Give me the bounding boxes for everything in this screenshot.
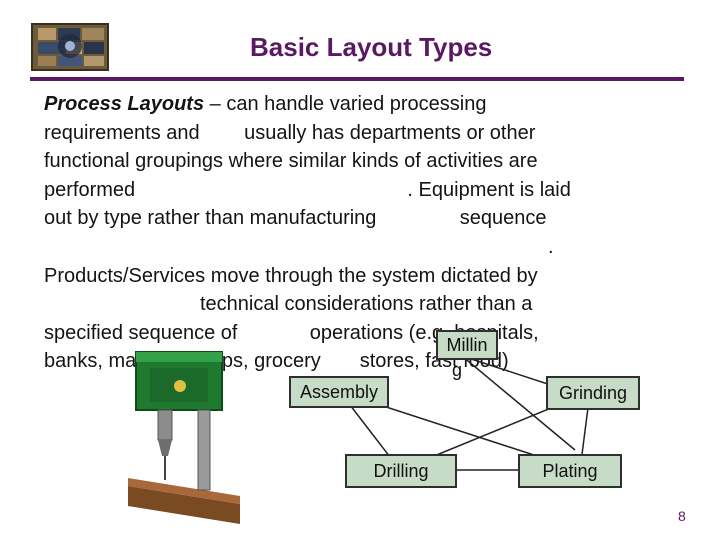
body-line-1-text: – can handle varied processing — [204, 93, 487, 115]
body-line-6: . — [548, 236, 554, 258]
node-milling-label: Millin — [446, 334, 488, 355]
body-line-4: performed . Equipment is laid — [44, 178, 571, 201]
title-divider — [30, 77, 684, 81]
node-milling-tail: g — [452, 360, 463, 380]
node-milling: Millin — [436, 330, 498, 360]
slide-title: Basic Layout Types — [250, 32, 493, 62]
body-line-7: Products/Services move through the syste… — [44, 264, 538, 287]
drill-press-icon — [128, 351, 240, 524]
node-grinding-label: Grinding — [558, 382, 628, 403]
body-line-5: out by type rather than manufacturing se… — [44, 207, 547, 230]
body-line-3: functional groupings where similar kinds… — [44, 150, 538, 173]
node-drilling: Drilling — [345, 454, 457, 488]
node-plating-label: Plating — [542, 460, 598, 481]
body-line-1: Process Layouts – can handle varied proc… — [44, 90, 486, 119]
node-grinding: Grinding — [546, 376, 640, 410]
body-line-2: requirements and usually has departments… — [44, 121, 536, 144]
node-assembly: Assembly — [289, 376, 389, 408]
node-assembly-label: Assembly — [299, 381, 379, 402]
body-line-8: technical considerations rather than a — [200, 293, 533, 316]
node-plating: Plating — [518, 454, 622, 488]
mosaic-logo-icon — [31, 23, 109, 71]
lead-term: Process Layouts — [44, 93, 205, 115]
node-drilling-label: Drilling — [373, 460, 429, 481]
page-number: 8 — [678, 508, 686, 524]
